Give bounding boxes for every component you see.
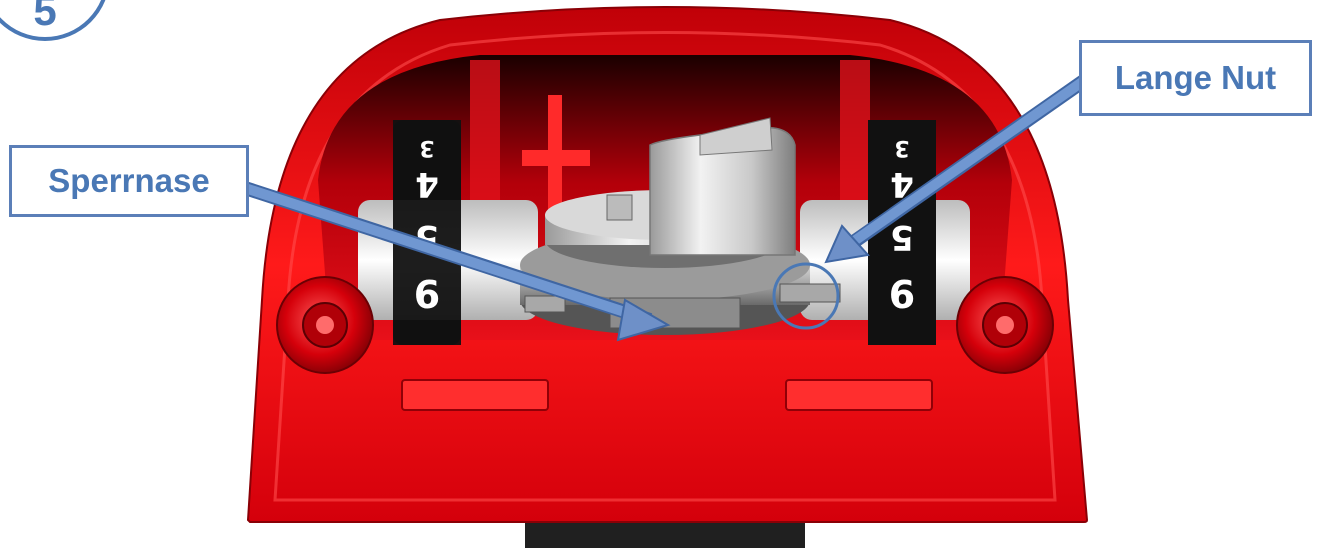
sperrnase-label: Sperrnase — [9, 145, 249, 217]
right-dial-digit-6: 6 — [889, 273, 915, 317]
right-screw-boss — [957, 277, 1053, 373]
left-dial-digit-3: 3 — [419, 135, 434, 160]
left-screw-boss — [277, 277, 373, 373]
left-housing-slot — [402, 380, 548, 410]
right-dial-digit-5: 5 — [890, 217, 914, 257]
left-dial-digit-6: 6 — [414, 273, 440, 317]
right-dial-digit-3: 3 — [894, 135, 909, 160]
lange-nut-label: Lange Nut — [1079, 40, 1312, 116]
right-housing-slot — [786, 380, 932, 410]
left-dial-digit-4: 4 — [415, 164, 439, 204]
